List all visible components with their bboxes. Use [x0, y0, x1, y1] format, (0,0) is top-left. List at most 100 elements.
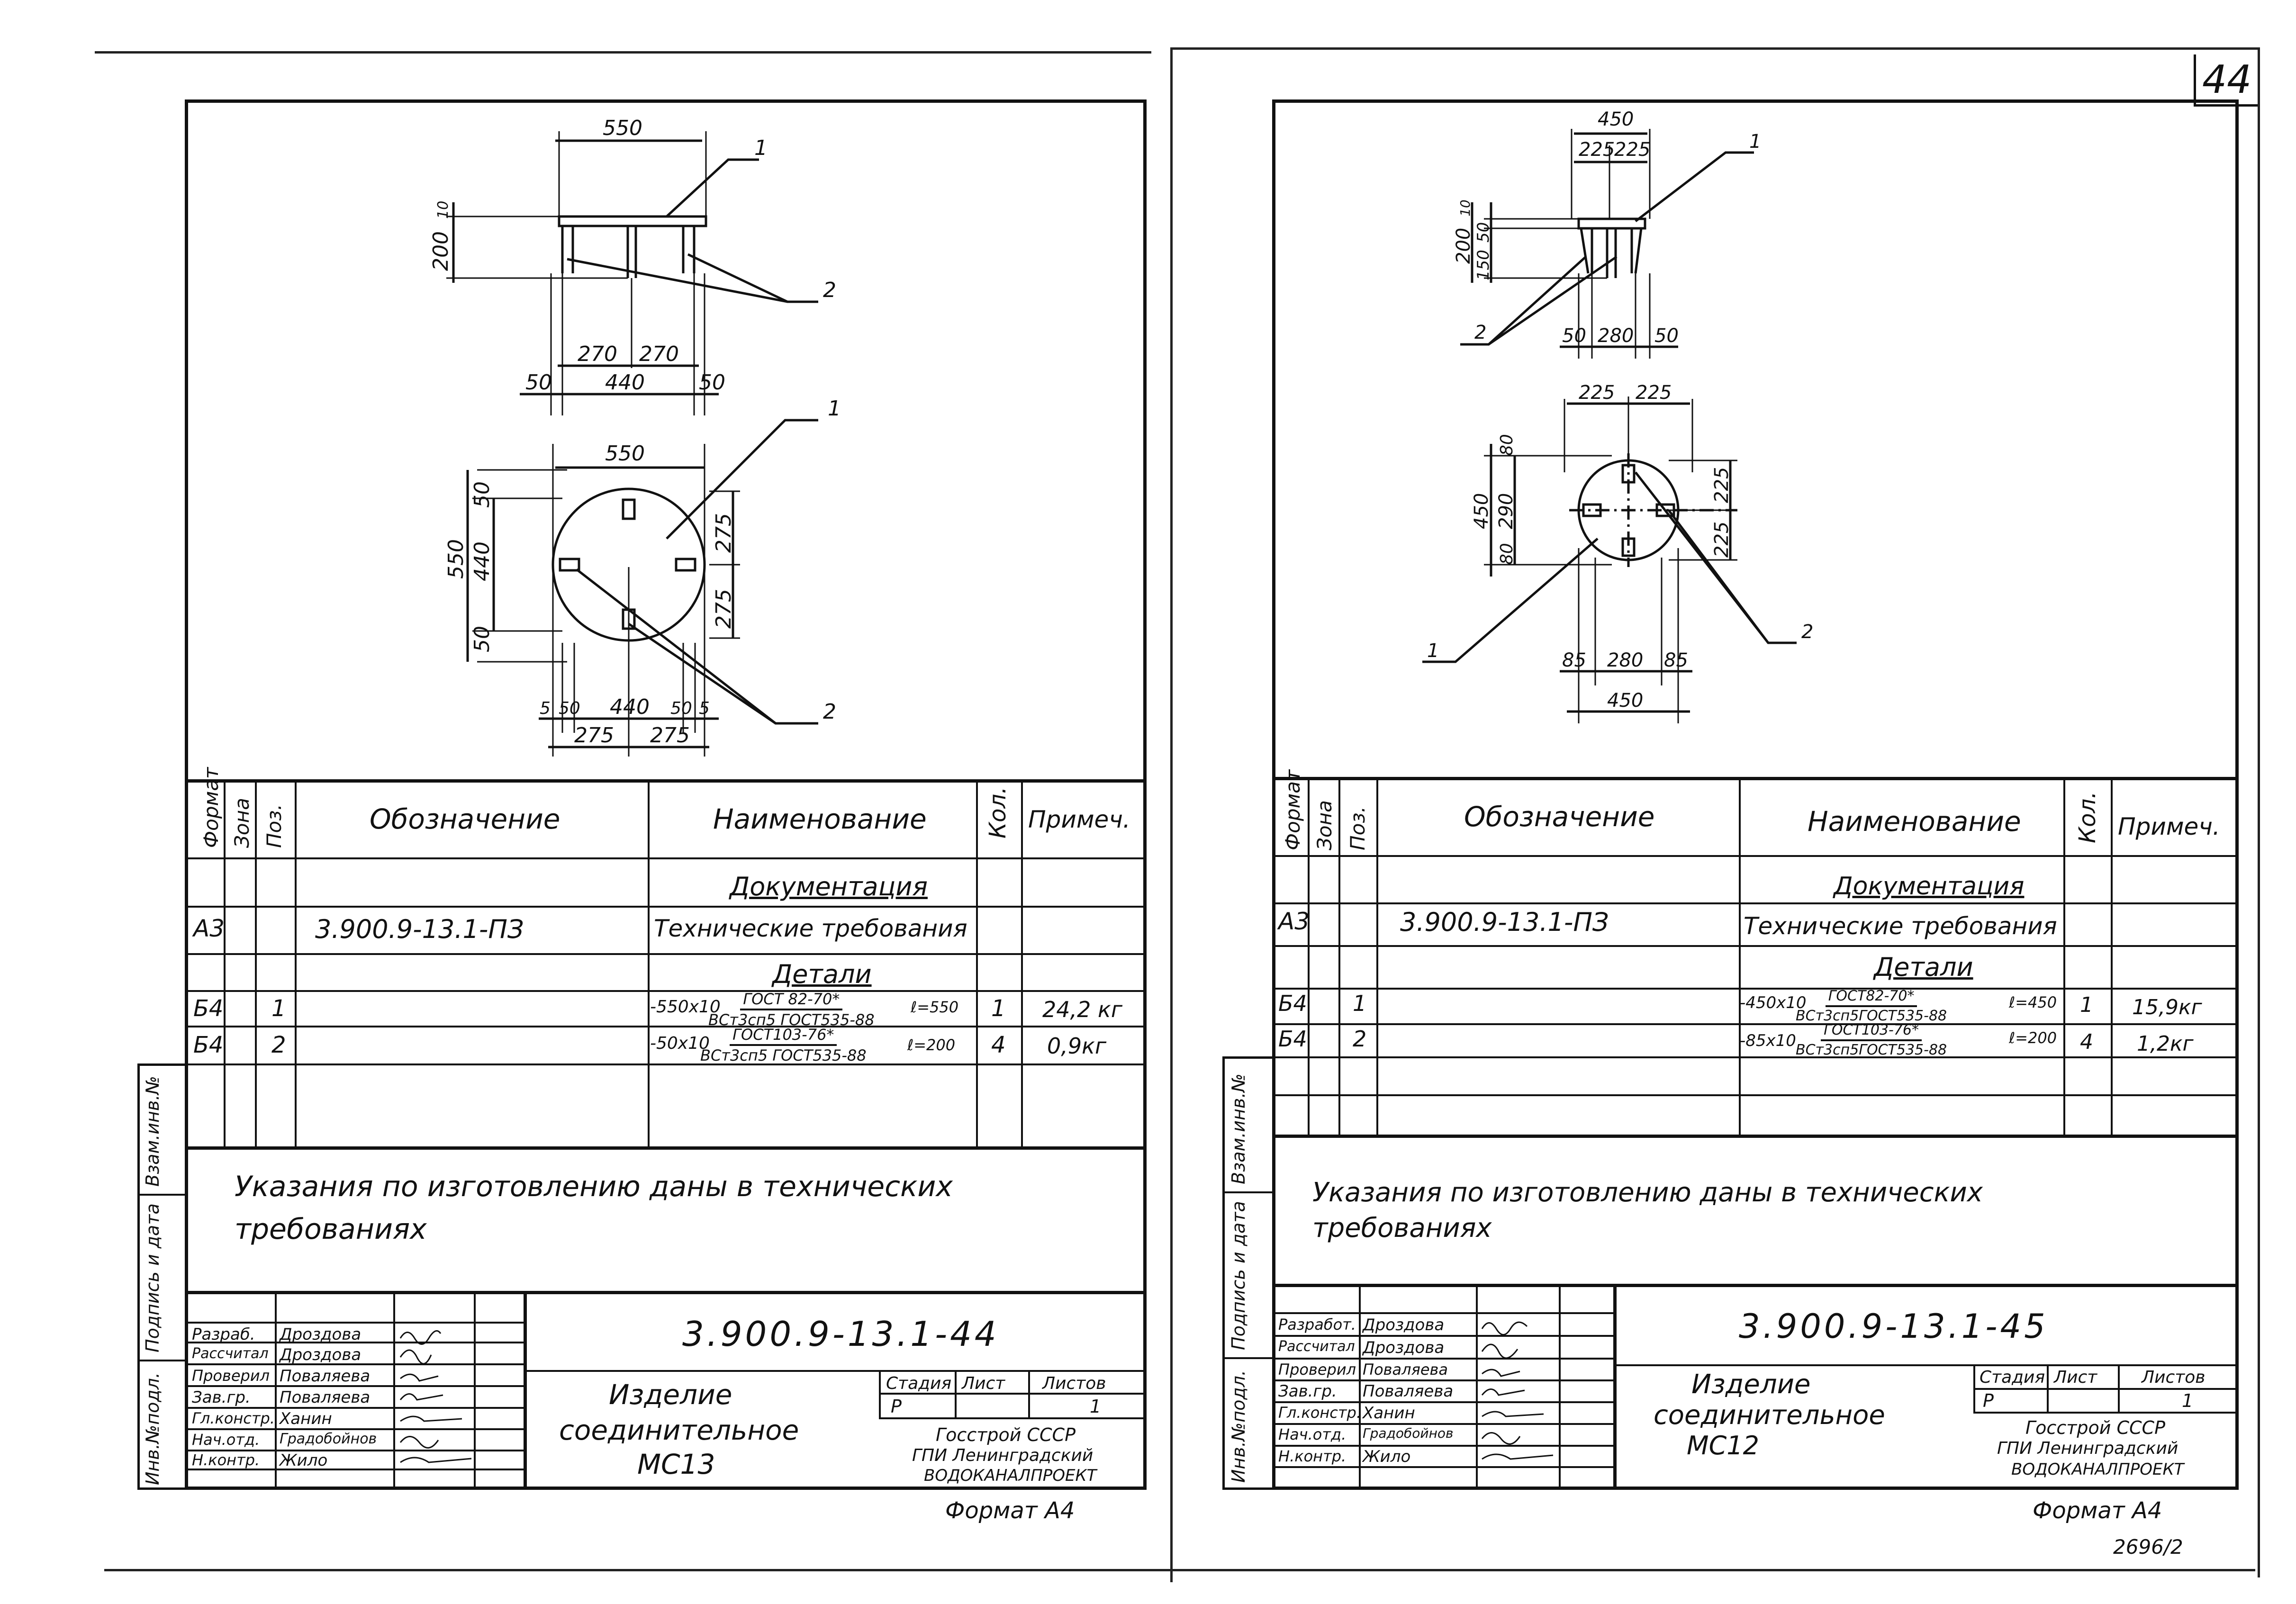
right-lead-2a: 2 — [1474, 322, 1486, 343]
right-row2-frac-den: ВСт3сп5ГОСТ535-88 — [1796, 1008, 1947, 1024]
right-hdr-zone: Зона — [1313, 800, 1336, 850]
left-dim-50e: 50 — [559, 699, 580, 718]
right-row3-frac-num: ГОСТ103-76* — [1821, 1023, 1922, 1041]
right-dim-450b: 450 — [1471, 493, 1492, 529]
right-tb-split — [1613, 1284, 1617, 1487]
left-row3-frac-num: ГОСТ103-76* — [730, 1027, 837, 1046]
left-sig-role-2: Проверил — [192, 1367, 270, 1385]
right-row2-name-suffix: ℓ=450 — [2009, 993, 2057, 1011]
right-sig-name-4: Ханин — [1363, 1404, 1415, 1423]
right-stage-label: Стадия — [1980, 1368, 2045, 1387]
right-row1-name: Технические требования — [1744, 912, 2057, 940]
right-row2-frac: ГОСТ82-70* ВСт3сп5ГОСТ535-88 — [1796, 989, 1947, 1023]
left-hdr-format: Формат — [199, 767, 223, 848]
right-drawing: 450 225 225 200 10 50 150 50 280 50 1 2 … — [1422, 108, 1813, 723]
left-tb-sig-row — [188, 1428, 524, 1430]
left-sig-name-5: Градобойнов — [280, 1431, 377, 1447]
scan-edge-top-right — [1170, 47, 2260, 50]
right-col-line — [1376, 778, 1378, 1135]
left-dim-270a: 270 — [578, 342, 617, 366]
left-col-line — [224, 781, 226, 1146]
right-note-bottom — [1275, 1135, 2235, 1138]
left-dim-440a: 440 — [605, 370, 645, 395]
left-row1-format: А3 — [193, 915, 225, 942]
left-hdr-designation: Обозначение — [370, 803, 560, 835]
left-sig-role-4: Гл.констр. — [192, 1409, 275, 1427]
left-row2-pos: 1 — [271, 995, 286, 1022]
right-side-stamp — [1222, 1056, 1272, 1490]
right-table-top — [1275, 777, 2235, 780]
right-dim-80a: 80 — [1497, 434, 1517, 456]
left-dim-5b: 5 — [699, 699, 710, 718]
left-side-sign-date: Подпись и дата — [142, 1203, 163, 1352]
right-sig-name-3: Поваляева — [1363, 1382, 1454, 1401]
left-tb-top — [188, 1291, 1143, 1294]
left-row2-frac-den: ВСт3сп5 ГОСТ535-88 — [708, 1011, 875, 1029]
left-sig-name-1: Дроздова — [280, 1345, 362, 1364]
left-row2-qty: 1 — [991, 995, 1006, 1022]
left-dim-275d: 275 — [650, 723, 690, 748]
left-row3-frac-den: ВСт3сп5 ГОСТ535-88 — [700, 1046, 867, 1064]
right-sig-role-6: Н.контр. — [1278, 1447, 1347, 1465]
left-tb-sig-col — [393, 1291, 395, 1487]
right-sig-role-0: Разработ. — [1278, 1316, 1356, 1334]
right-tb-sig-row — [1275, 1423, 1613, 1425]
right-tb-sig-row — [1275, 1358, 1613, 1360]
right-row2-pos: 1 — [1353, 991, 1367, 1016]
left-title-line2: соединительное — [559, 1414, 799, 1446]
left-hdr-pos: Поз. — [262, 804, 286, 848]
left-tb-sig-row — [188, 1469, 524, 1470]
right-tb-stage-row — [1973, 1412, 2236, 1414]
right-org-line2: ГПИ Ленинградский — [1997, 1439, 2178, 1458]
left-tb-mid — [524, 1370, 1144, 1372]
right-dim-50a: 50 — [1474, 222, 1493, 243]
right-sig-name-0: Дроздова — [1363, 1316, 1445, 1334]
right-hdr-format: Формат — [1281, 769, 1304, 850]
left-hdr-name: Наименование — [713, 803, 927, 835]
right-dim-85b: 85 — [1664, 649, 1688, 671]
left-dim-50b: 50 — [699, 370, 725, 395]
left-row3-format: Б4 — [193, 1032, 224, 1058]
right-col-line — [1338, 778, 1340, 1135]
right-tb-sig-row — [1275, 1401, 1613, 1403]
left-dim-275b: 275 — [712, 589, 736, 629]
right-tb-sig-row — [1275, 1312, 1613, 1314]
right-tb-stage-row — [1973, 1388, 2236, 1390]
left-row3-pos: 2 — [271, 1032, 286, 1058]
left-tb-sig-row — [188, 1363, 524, 1365]
right-sig-name-6: Жило — [1363, 1447, 1411, 1466]
left-dim-50a: 50 — [525, 370, 552, 395]
left-row-line — [188, 953, 1143, 955]
right-lead-2b: 2 — [1801, 621, 1813, 643]
left-row2-note: 24,2 кг — [1042, 997, 1122, 1022]
right-col-line — [2111, 778, 2113, 1135]
left-org-line1: Госстрой СССР — [936, 1424, 1076, 1445]
right-side-plate — [1577, 217, 1646, 230]
right-hdr-note: Примеч. — [2118, 813, 2220, 840]
left-tb-sig-row — [188, 1450, 524, 1451]
right-note-line1: Указания по изготовлению даны в техничес… — [1312, 1177, 1983, 1208]
right-tb-sig-col — [1476, 1284, 1478, 1487]
left-col-line — [295, 781, 297, 1146]
right-format-a4: Формат А4 — [2033, 1497, 2162, 1524]
left-sheet-frame — [185, 99, 1147, 1490]
left-dim-550c: 550 — [444, 539, 468, 579]
left-dim-270b: 270 — [639, 342, 679, 366]
right-dim-280b: 280 — [1607, 649, 1643, 671]
left-row2-name-prefix: -550х10 — [650, 997, 721, 1017]
right-tb-sig-row — [1275, 1335, 1613, 1337]
right-signature-scribbles — [1481, 1321, 1554, 1460]
left-sig-role-0: Разраб. — [192, 1325, 255, 1344]
left-dim-550a: 550 — [603, 116, 642, 140]
left-sig-name-4: Ханин — [280, 1409, 332, 1428]
right-section-parts: Детали — [1874, 952, 1973, 982]
left-sheets-label: Листов — [1042, 1374, 1106, 1393]
left-row3-name-suffix: ℓ=200 — [907, 1036, 956, 1054]
right-dim-50b: 50 — [1562, 325, 1586, 347]
right-row3-frac-den: ВСт3сп5ГОСТ535-88 — [1796, 1042, 1947, 1058]
left-table-head-bottom — [188, 857, 1143, 859]
left-note-line1: Указания по изготовлению даны в техничес… — [235, 1170, 953, 1203]
left-side-divider — [137, 1194, 185, 1196]
left-signature-scribbles — [399, 1330, 472, 1463]
page-fold-line — [1170, 47, 1173, 1582]
